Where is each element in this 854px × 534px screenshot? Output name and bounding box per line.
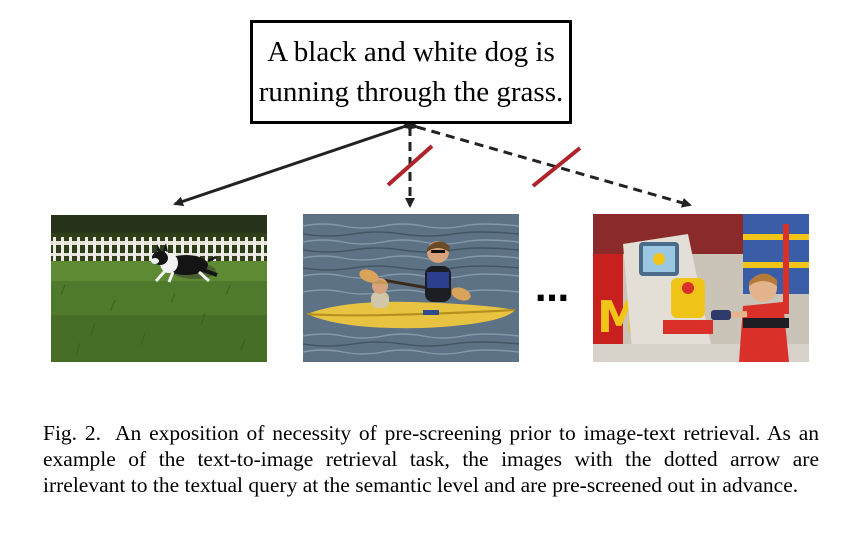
retrieval-arrows <box>173 119 692 208</box>
figure-2: A black and white dog is running through… <box>51 20 809 362</box>
text-query-box: A black and white dog is running through… <box>250 20 572 124</box>
text-query: A black and white dog is running through… <box>258 36 564 108</box>
solid-arrow-relevant <box>173 119 413 207</box>
image-dog-on-grass <box>51 215 267 362</box>
caption-label: Fig. 2. <box>43 421 102 445</box>
caption-text: An exposition of necessity of pre-screen… <box>43 421 819 497</box>
image-arcade-machine: M <box>593 214 809 362</box>
ellipsis: … <box>535 270 573 310</box>
figure-caption: Fig. 2.An exposition of necessity of pre… <box>43 420 819 498</box>
cross-mark-middle <box>386 144 434 187</box>
image-kayak <box>303 214 519 362</box>
cross-mark-right <box>531 146 582 188</box>
dashed-arrow-right <box>407 119 692 208</box>
